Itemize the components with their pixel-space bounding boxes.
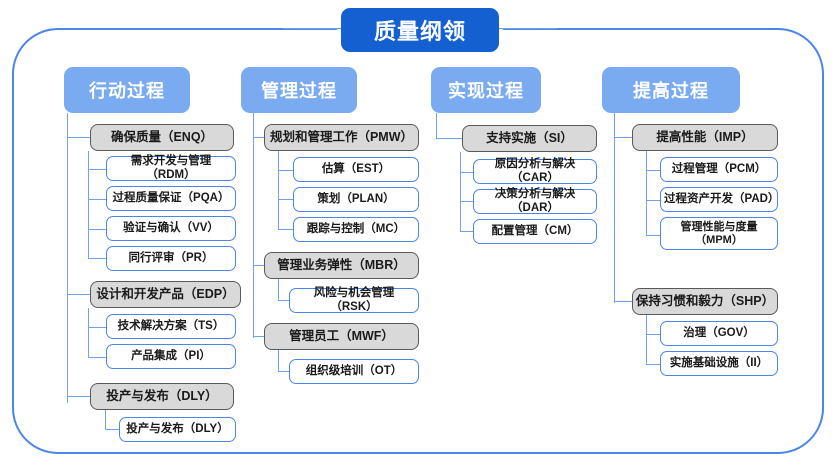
node-car[interactable]: 原因分析与解决（CAR）: [473, 158, 597, 184]
col1-g1-stub-1: [88, 169, 106, 171]
node-ts[interactable]: 技术解决方案（TS）: [106, 314, 236, 339]
col2-g1-subtrunk: [278, 151, 280, 229]
node-imp[interactable]: 提高性能（IMP）: [632, 124, 778, 151]
col1-g3-subtrunk: [105, 410, 107, 429]
node-dar[interactable]: 决策分析与解决（DAR）: [473, 188, 597, 214]
col4-g2-stub-2: [646, 364, 660, 366]
col4-stub-g1: [614, 137, 632, 139]
node-ii[interactable]: 实施基础设施（II）: [660, 351, 778, 376]
col2-g2-subtrunk: [278, 279, 280, 300]
col1-g1-stub-2: [88, 199, 106, 201]
node-vv[interactable]: 验证与确认（VV）: [106, 216, 236, 241]
col2-g1-stub-2: [278, 199, 293, 201]
node-enq[interactable]: 确保质量（ENQ）: [90, 124, 234, 151]
column-header-2[interactable]: 管理过程: [241, 67, 357, 113]
node-cm[interactable]: 配置管理（CM）: [473, 219, 597, 244]
col4-g1-stub-3: [646, 235, 660, 237]
col1-g1-stub-3: [88, 229, 106, 231]
node-pi[interactable]: 产品集成（PI）: [106, 344, 236, 369]
col2-g2-stub-1: [278, 300, 289, 302]
title-connector-left: [283, 28, 343, 30]
col4-g1-subtrunk: [646, 151, 648, 235]
col1-g3-stub-1: [105, 429, 119, 431]
node-mc[interactable]: 跟踪与控制（MC）: [293, 217, 419, 242]
col1-g1-subtrunk: [88, 151, 90, 258]
col1-stub-g1: [67, 137, 90, 139]
col2-g3-subtrunk: [278, 350, 280, 371]
node-mbr[interactable]: 管理业务弹性（MBR）: [264, 252, 419, 279]
col4-trunk: [614, 113, 616, 303]
node-dly-child[interactable]: 投产与发布（DLY）: [119, 417, 236, 442]
node-est[interactable]: 估算（EST）: [293, 157, 419, 182]
node-edp[interactable]: 设计和开发产品（EDP）: [90, 281, 241, 308]
col2-g1-stub-3: [278, 229, 293, 231]
col3-g1-subtrunk: [460, 152, 462, 231]
column-header-1[interactable]: 行动过程: [64, 67, 190, 113]
node-mpm[interactable]: 管理性能与度量 （MPM）: [660, 217, 778, 250]
node-pad[interactable]: 过程资产开发（PAD）: [660, 187, 779, 212]
col3-trunk: [436, 113, 438, 139]
col1-g1-stub-4: [88, 258, 106, 260]
node-pmw[interactable]: 规划和管理工作（PMW）: [264, 124, 419, 151]
col2-g3-stub-1: [278, 371, 289, 373]
col2-trunk: [253, 113, 255, 338]
column-header-3[interactable]: 实现过程: [431, 67, 541, 113]
node-gov[interactable]: 治理（GOV）: [660, 321, 778, 346]
col1-g2-subtrunk: [88, 308, 90, 358]
col2-stub-g3: [253, 336, 264, 338]
node-ot[interactable]: 组织级培训（OT）: [289, 359, 419, 384]
col1-stub-g2: [67, 294, 90, 296]
col4-g1-stub-2: [646, 200, 660, 202]
node-pcm[interactable]: 过程管理（PCM）: [660, 157, 778, 182]
col3-g1-stub-2: [460, 201, 473, 203]
col2-stub-g2: [253, 265, 264, 267]
node-plan[interactable]: 策划（PLAN）: [293, 187, 419, 212]
node-shp[interactable]: 保持习惯和毅力（SHP）: [632, 288, 778, 315]
col1-trunk: [67, 113, 69, 403]
col3-g1-stub-3: [460, 231, 473, 233]
col4-g1-stub-1: [646, 170, 660, 172]
col4-g2-subtrunk: [646, 315, 648, 365]
col1-g2-stub-1: [88, 327, 106, 329]
col4-stub-g2: [614, 301, 632, 303]
title-connector-right: [497, 28, 557, 30]
column-header-4[interactable]: 提高过程: [602, 67, 740, 113]
node-pqa[interactable]: 过程质量保证（PQA）: [106, 186, 236, 211]
col1-stub-g3: [67, 396, 90, 398]
col3-g1-stub-1: [460, 172, 473, 174]
col3-stub-g1: [436, 138, 462, 140]
col1-g2-stub-2: [88, 357, 106, 359]
diagram-title: 质量纲领: [341, 8, 499, 52]
node-si[interactable]: 支持实施（SI）: [462, 125, 597, 152]
col2-stub-g1: [253, 137, 264, 139]
node-rdm[interactable]: 需求开发与管理（RDM）: [106, 155, 236, 181]
node-pr[interactable]: 同行评审（PR）: [106, 246, 236, 271]
node-rsk[interactable]: 风险与机会管理（RSK）: [289, 287, 419, 313]
node-dly[interactable]: 投产与发布（DLY）: [90, 383, 234, 410]
col2-g1-stub-1: [278, 170, 293, 172]
col4-g2-stub-1: [646, 334, 660, 336]
node-mwf[interactable]: 管理员工（MWF）: [264, 323, 419, 350]
